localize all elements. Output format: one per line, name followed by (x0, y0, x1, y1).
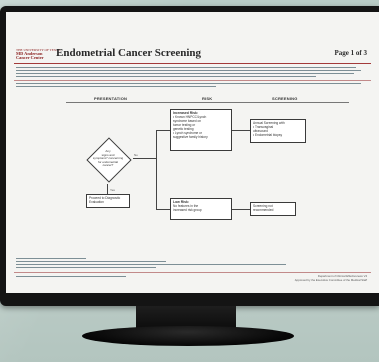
footer-department: Department of Clinical Effectiveness V4 (317, 274, 367, 278)
footnote-line (16, 267, 156, 268)
monitor-bezel: THE UNIVERSITY OF TEXAS MD Anderson Canc… (0, 6, 379, 306)
decision-diamond: Any signs and symptoms* concerning for e… (83, 134, 133, 184)
proceed-diagnostic-box: Proceed to Diagnostic Evaluation (86, 194, 130, 208)
disclaimer-line (16, 76, 316, 77)
column-header-presentation: PRESENTATION (94, 96, 128, 101)
footnote-line (16, 261, 166, 262)
copyright-line (16, 276, 126, 277)
monitor-stand-base (82, 326, 294, 346)
decision-yes-label: Yes (110, 188, 115, 192)
column-header-risk: RISK (202, 96, 213, 101)
footnote-line (16, 264, 286, 265)
connector-line (156, 130, 170, 131)
column-header-screening: SCREENING (272, 96, 298, 101)
note-line (16, 86, 216, 87)
logo-line: MD Anderson (16, 51, 43, 56)
institution-logo: THE UNIVERSITY OF TEXAS MD Anderson Canc… (16, 48, 61, 62)
footnote-line (16, 258, 86, 259)
low-risk-box: Low Risk: No features in the increased r… (170, 198, 232, 220)
screening-not-recommended-box: Screening not recommended (250, 202, 296, 216)
disclaimer-line (16, 67, 356, 68)
footer-rule (14, 272, 371, 273)
connector-line (133, 158, 157, 159)
header-rule (14, 63, 371, 64)
increased-risk-box: Increased Risk: • Known HNPCC/Lynch synd… (170, 109, 232, 151)
footer-approval: Approved by the Executive Committee of t… (294, 278, 367, 282)
low-risk-heading: Low Risk: (173, 200, 190, 204)
monitor-screen: THE UNIVERSITY OF TEXAS MD Anderson Canc… (6, 12, 379, 293)
page-number: Page 1 of 3 (334, 49, 367, 57)
annual-screening-box: Annual Screening with • Transvaginal ult… (250, 119, 306, 143)
connector-line (232, 130, 250, 131)
connector-line (156, 130, 157, 210)
monitor-stand-neck (136, 306, 236, 328)
decision-no-label: No (134, 153, 138, 157)
document-title: Endometrial Cancer Screening (56, 47, 202, 59)
note-line (16, 83, 361, 84)
note-rule (14, 80, 371, 81)
decision-text: Any signs and symptoms* concerning for e… (92, 149, 124, 168)
logo-line: THE UNIVERSITY OF TEXAS (16, 48, 61, 52)
increased-risk-heading: Increased Risk: (173, 111, 199, 115)
connector-line (107, 184, 108, 194)
connector-line (232, 209, 250, 210)
disclaimer-line (16, 73, 354, 74)
logo-line: Cancer Center (16, 55, 44, 60)
connector-line (156, 209, 170, 210)
column-rule (66, 102, 349, 103)
disclaimer-line (16, 70, 361, 71)
